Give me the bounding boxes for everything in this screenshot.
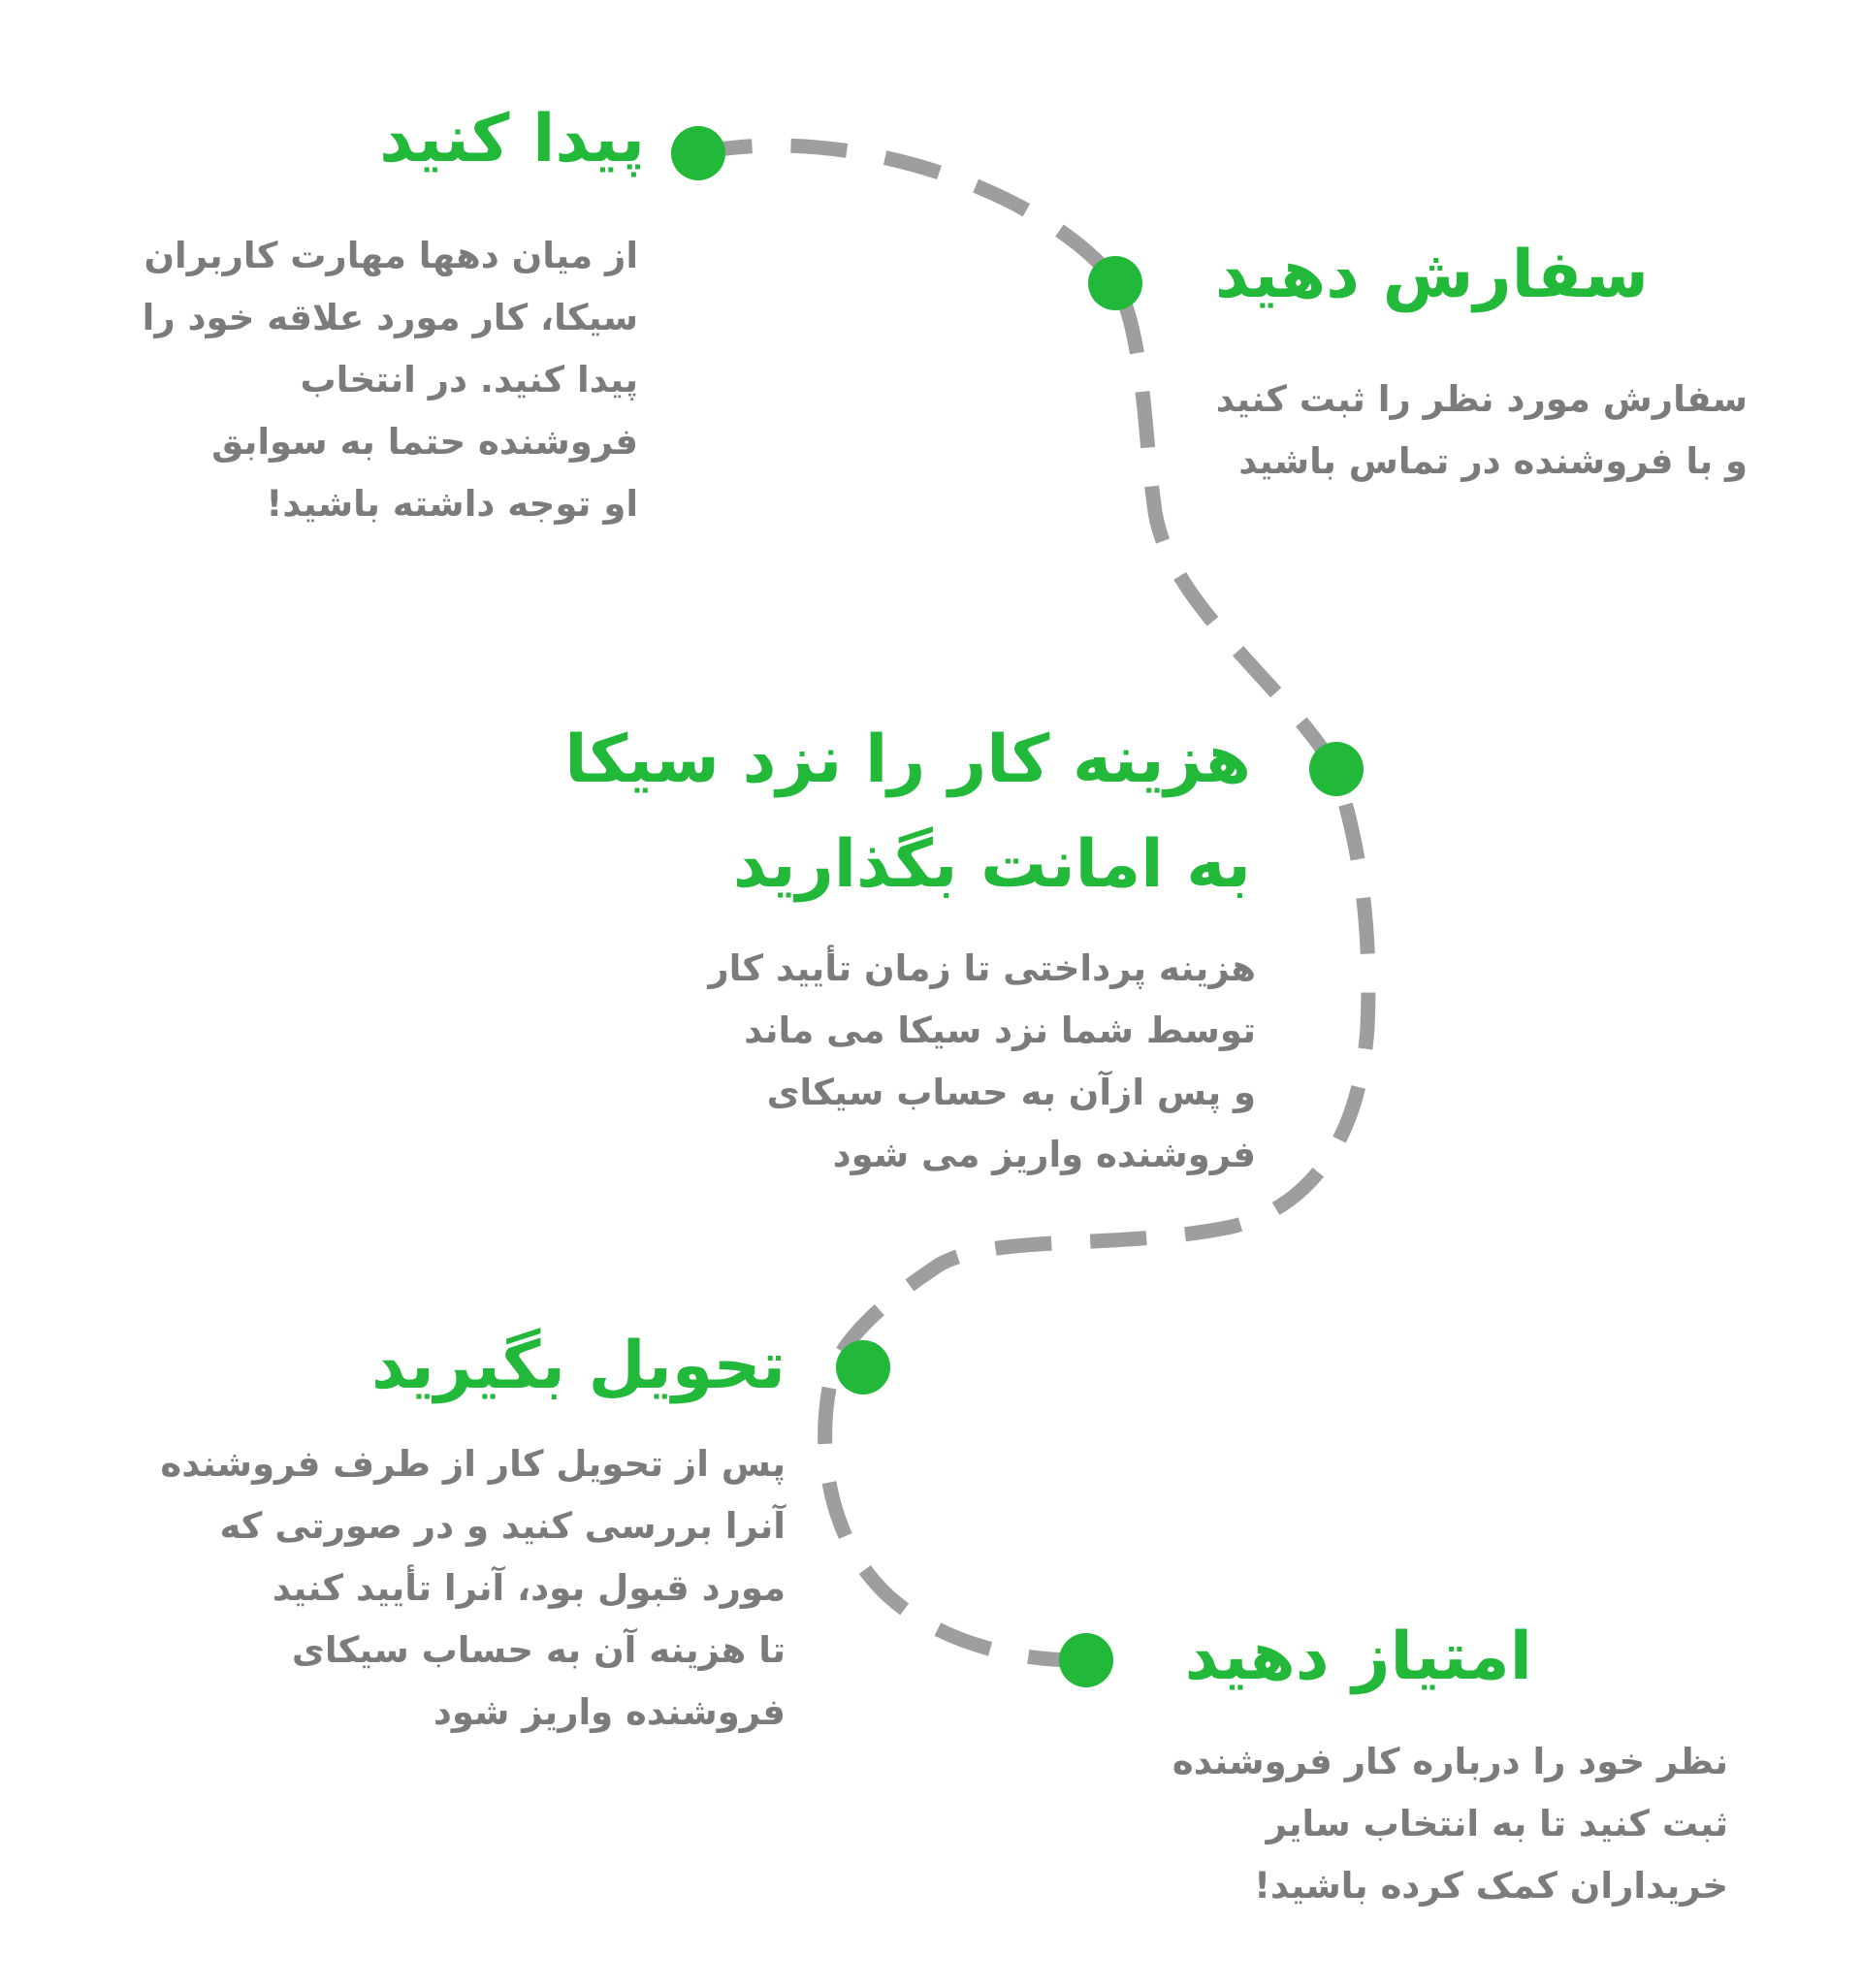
dashed-connector-line xyxy=(694,138,1376,1668)
step-2-description-line: سفارش مورد نظر را ثبت کنید xyxy=(1215,378,1748,420)
step-node-4 xyxy=(836,1340,890,1395)
step-4-description-line: پس از تحویل کار از طرف فروشنده xyxy=(160,1443,786,1485)
step-5-title-line: امتیاز دهید xyxy=(1184,1619,1532,1695)
step-3-title: هزینه کار را نزد سیکا به امانت بگذارید xyxy=(564,708,1251,917)
step-3-title-line: هزینه کار را نزد سیکا xyxy=(564,721,1251,798)
step-5-title: امتیاز دهید xyxy=(1185,1605,1532,1710)
step-3-description-line: فروشنده واریز می شود xyxy=(832,1134,1256,1175)
step-5-description-line: خریداران کمک کرده باشید! xyxy=(1254,1865,1728,1907)
step-node-3 xyxy=(1309,742,1364,796)
step-3-description-line: و پس ازآن به حساب سیکای xyxy=(766,1072,1256,1113)
step-1-description-line: از میان دهها مهارت کاربران xyxy=(144,235,638,276)
step-4-description-line: فروشنده واریز شود xyxy=(433,1691,786,1733)
step-node-2 xyxy=(1088,256,1142,310)
step-5-description: نظر خود را درباره کار فروشنده ثبت کنید ت… xyxy=(1172,1731,1728,1917)
step-node-1 xyxy=(671,126,725,180)
step-4-description-line: مورد قبول بود، آنرا تأیید کنید xyxy=(272,1567,786,1609)
step-2-description: سفارش مورد نظر را ثبت کنید و با فروشنده … xyxy=(1216,369,1748,493)
step-4-description-line: تا هزینه آن به حساب سیکای xyxy=(291,1629,786,1671)
step-1-description-line: فروشنده حتما به سوابق xyxy=(211,421,638,463)
step-3-description: هزینه پرداختی تا زمان تأیید کار توسط شما… xyxy=(708,938,1256,1186)
step-3-title-line: به امانت بگذارید xyxy=(732,826,1251,903)
step-1-description: از میان دهها مهارت کاربران سیکا، کار مور… xyxy=(143,225,638,535)
step-1-description-line: سیکا، کار مورد علاقه خود را xyxy=(142,297,638,338)
step-1-description-line: پیدا کنید. در انتخاب xyxy=(300,359,638,401)
step-3-description-line: توسط شما نزد سیکا می ماند xyxy=(744,1010,1256,1051)
step-node-5 xyxy=(1059,1633,1113,1687)
step-5-description-line: نظر خود را درباره کار فروشنده xyxy=(1172,1741,1728,1782)
step-2-description-line: و با فروشنده در تماس باشید xyxy=(1238,440,1748,482)
step-1-title-line: پیدا کنید xyxy=(379,101,645,177)
step-4-title: تحویل بگیرید xyxy=(371,1314,786,1419)
step-4-title-line: تحویل بگیرید xyxy=(370,1328,786,1404)
step-4-description-line: آنرا بررسی کنید و در صورتی که xyxy=(219,1505,786,1547)
step-3-description-line: هزینه پرداختی تا زمان تأیید کار xyxy=(708,947,1256,989)
step-4-description: پس از تحویل کار از طرف فروشنده آنرا بررس… xyxy=(160,1433,786,1744)
step-2-title-line: سفارش دهید xyxy=(1214,237,1649,313)
step-5-description-line: ثبت کنید تا به انتخاب سایر xyxy=(1266,1803,1728,1844)
step-1-description-line: او توجه داشته باشید! xyxy=(266,483,638,525)
step-2-title: سفارش دهید xyxy=(1215,223,1649,328)
step-1-title: پیدا کنید xyxy=(379,87,645,192)
